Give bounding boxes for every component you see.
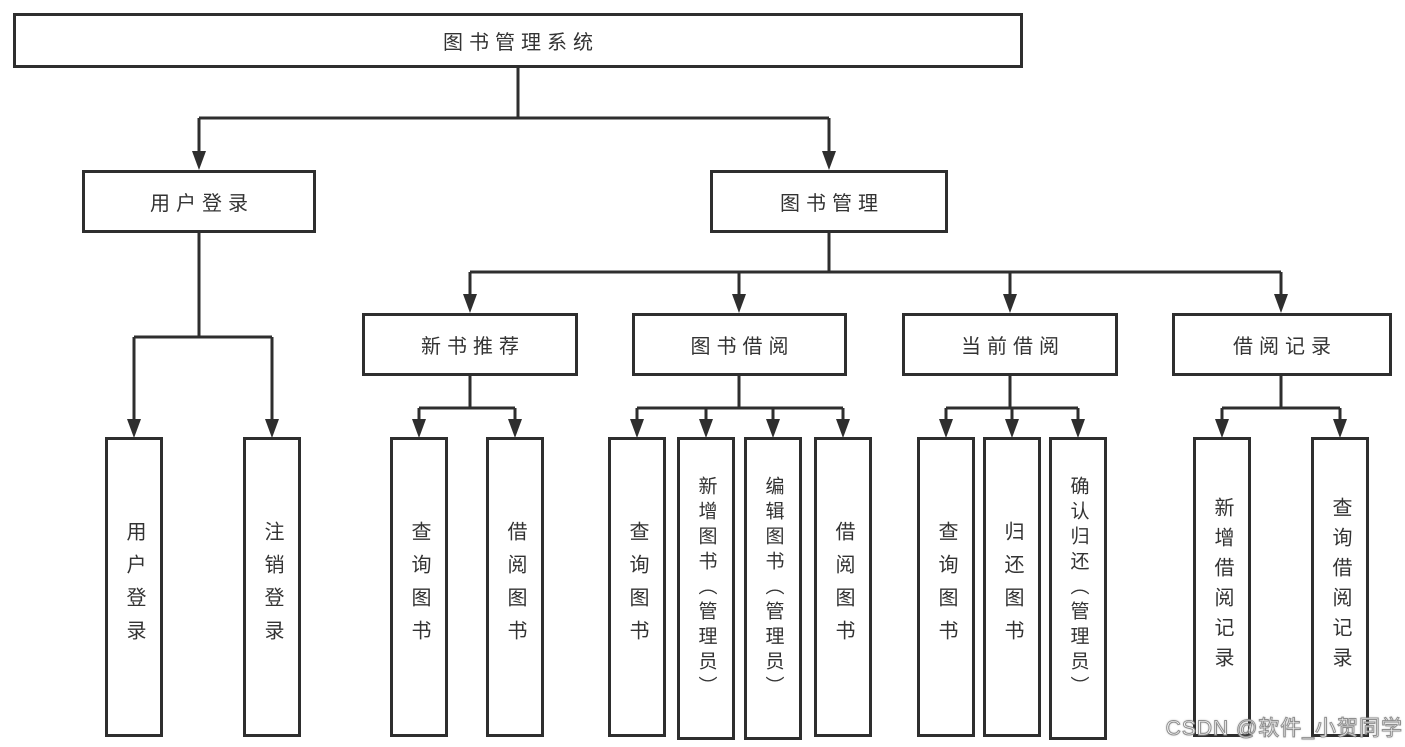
edge-newbooks-to-children: [417, 376, 517, 425]
node-label: 查询借阅记录: [1329, 497, 1351, 677]
node-label: 当前借阅: [961, 336, 1065, 358]
node-new-book-recommend: 新书推荐: [362, 313, 578, 376]
node-label: 借阅图书: [504, 521, 526, 653]
node-label: 查询图书: [408, 521, 430, 653]
edge-userlogin-to-children: [132, 233, 274, 425]
node-user-login-action: 用户登录: [105, 437, 163, 737]
node-label: 确认归还（管理员）: [1067, 476, 1089, 701]
node-borrow-books-recommend: 借阅图书: [486, 437, 544, 737]
connector-arrowheads: [127, 151, 1347, 438]
edge-current-to-children: [944, 376, 1080, 425]
node-label: 用户登录: [150, 193, 254, 215]
node-label: 图书管理系统: [443, 32, 599, 54]
node-label: 图书借阅: [690, 336, 795, 358]
node-label: 新书推荐: [421, 336, 525, 358]
node-logout-action: 注销登录: [243, 437, 301, 737]
node-borrow-books-action: 借阅图书: [814, 437, 872, 737]
node-label: 用户登录: [123, 521, 145, 653]
node-user-login-module: 用户登录: [82, 170, 316, 233]
node-label: 注销登录: [261, 521, 283, 653]
edge-root-to-level2: [197, 68, 831, 158]
node-add-borrow-record: 新增借阅记录: [1193, 437, 1251, 737]
node-borrowing-records: 借阅记录: [1172, 313, 1392, 376]
node-query-books-current: 查询图书: [917, 437, 975, 737]
node-label: 借阅记录: [1233, 336, 1337, 358]
node-label: 借阅图书: [832, 521, 854, 653]
node-add-books-admin: 新增图书（管理员）: [677, 437, 735, 740]
csdn-watermark: CSDN @软件_小贺同学: [1165, 717, 1403, 741]
node-label: 归还图书: [1001, 521, 1023, 653]
connector-paths: [132, 68, 1342, 425]
edge-borrowing-to-children: [635, 376, 845, 425]
node-query-borrow-record: 查询借阅记录: [1311, 437, 1369, 737]
edge-records-to-children: [1220, 376, 1342, 425]
edge-bookmgmt-to-level3: [468, 233, 1283, 301]
node-label: 查询图书: [935, 521, 957, 653]
node-label: 新增图书（管理员）: [695, 476, 717, 701]
node-label: 编辑图书（管理员）: [762, 476, 784, 701]
node-label: 查询图书: [626, 521, 648, 653]
node-edit-books-admin: 编辑图书（管理员）: [744, 437, 802, 740]
node-query-books-recommend: 查询图书: [390, 437, 448, 737]
node-book-borrowing: 图书借阅: [632, 313, 847, 376]
node-label: 图书管理: [780, 193, 884, 215]
node-root-system: 图书管理系统: [13, 13, 1023, 68]
node-return-books: 归还图书: [983, 437, 1041, 737]
node-book-management-module: 图书管理: [710, 170, 948, 233]
node-label: 新增借阅记录: [1211, 497, 1233, 677]
node-query-books-borrowing: 查询图书: [608, 437, 666, 737]
node-current-borrowing: 当前借阅: [902, 313, 1118, 376]
node-confirm-return-admin: 确认归还（管理员）: [1049, 437, 1107, 740]
